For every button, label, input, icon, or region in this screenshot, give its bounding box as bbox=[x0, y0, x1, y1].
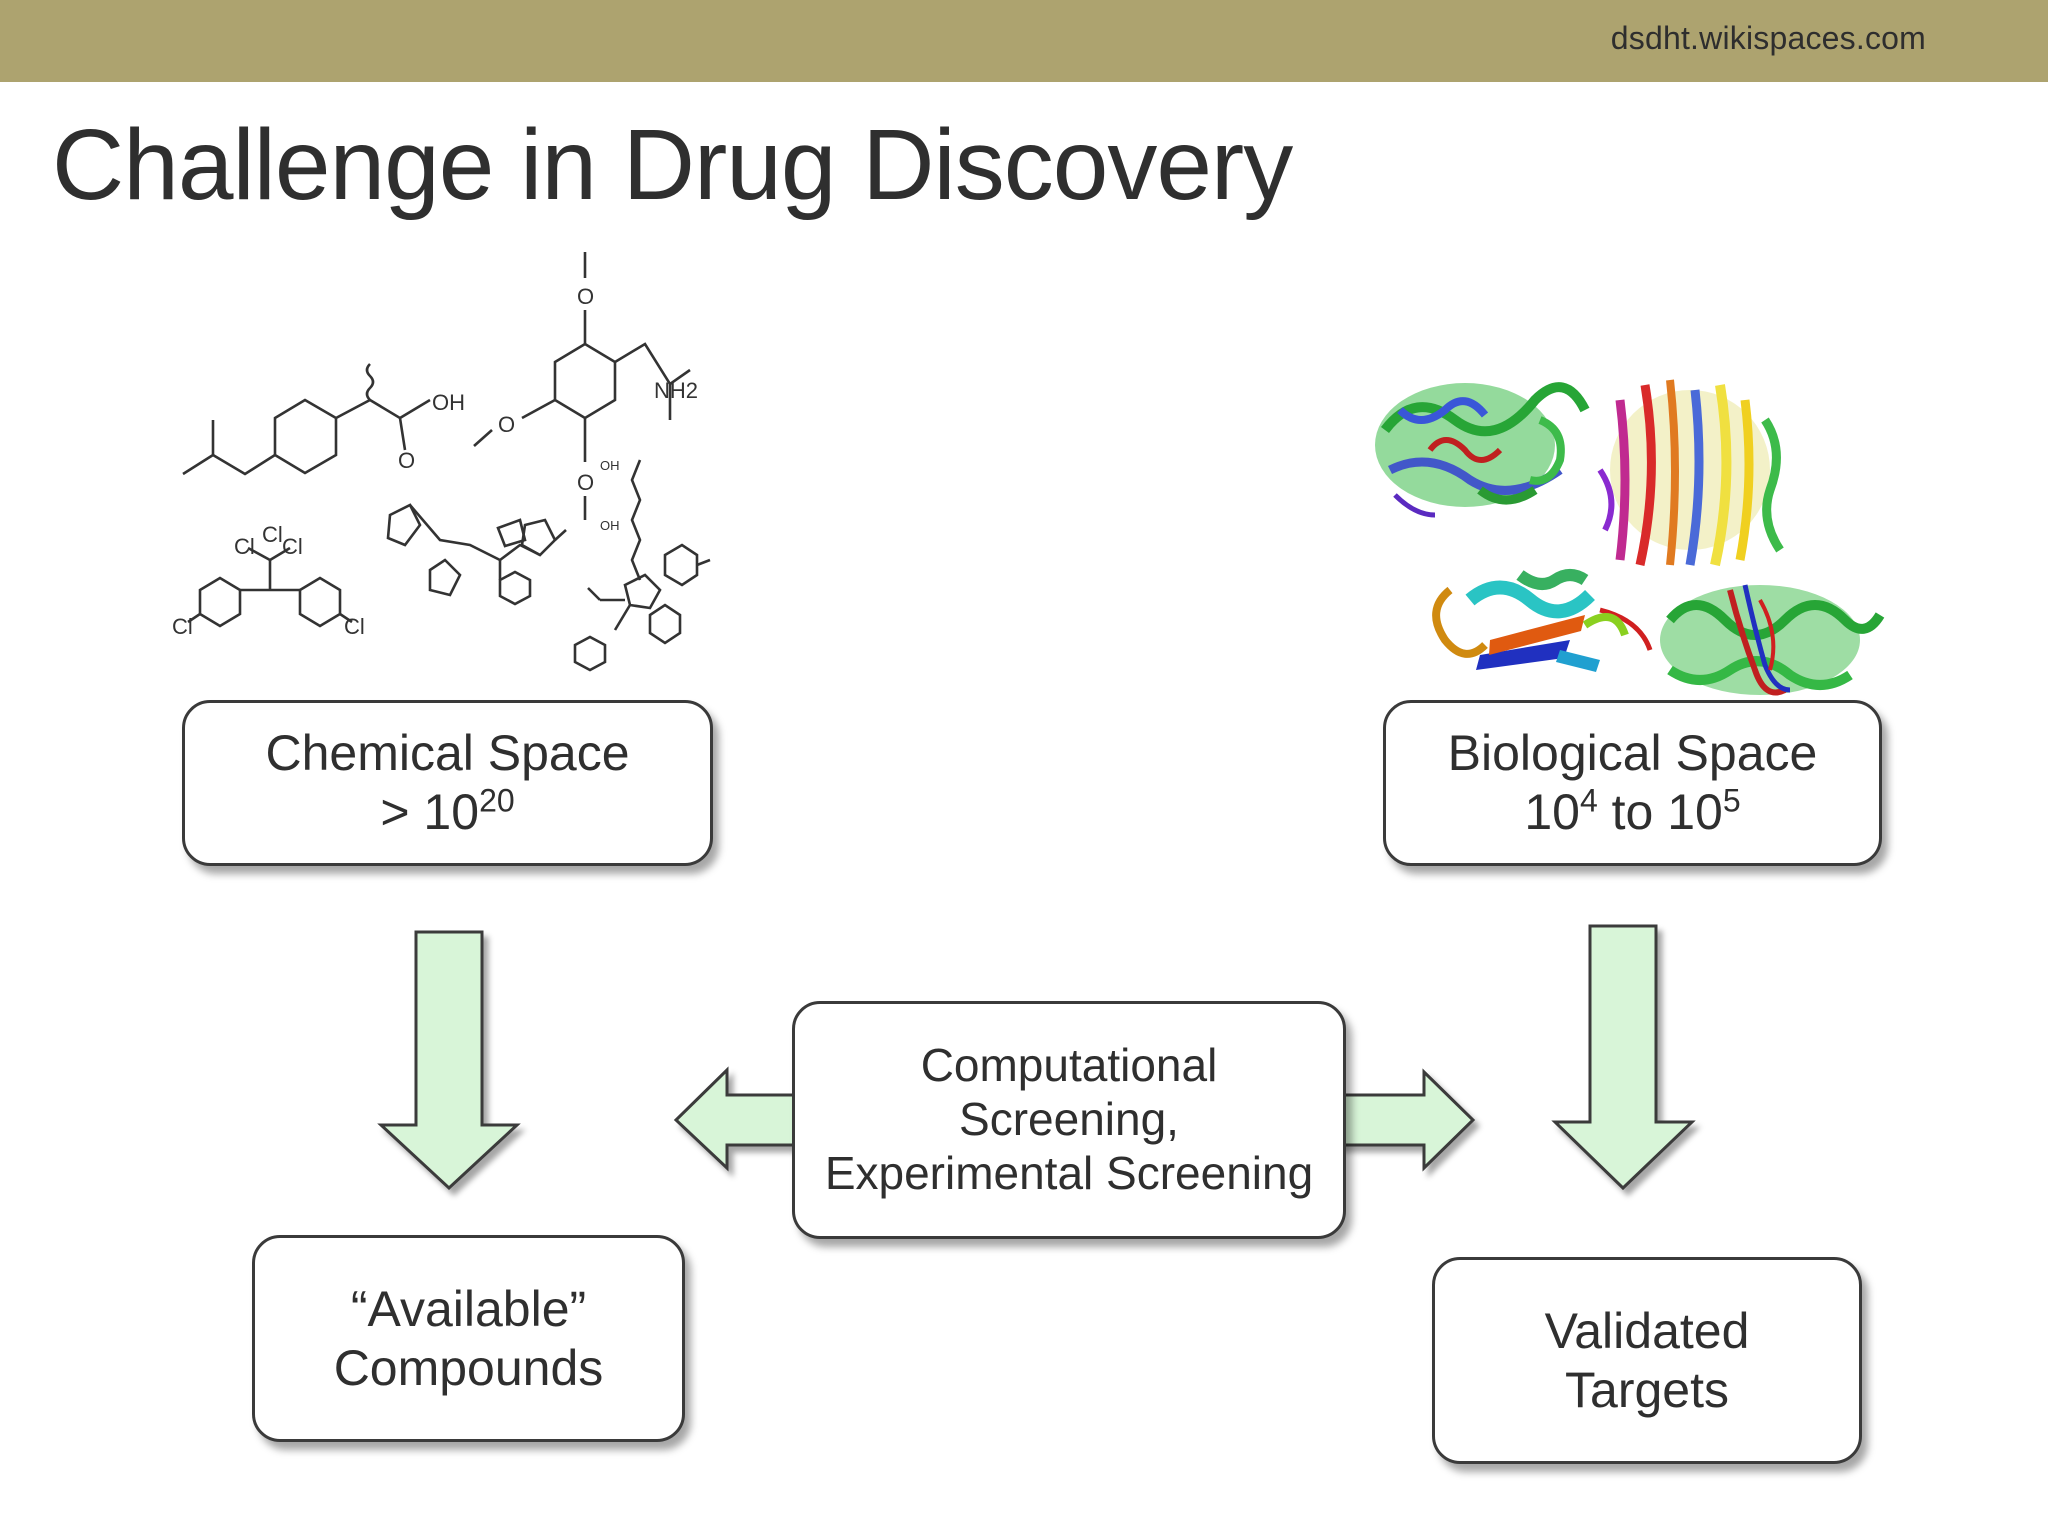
validated-targets-line-2: Targets bbox=[1565, 1361, 1729, 1418]
screening-line-3: Experimental Screening bbox=[824, 1146, 1314, 1199]
slide-title: Challenge in Drug Discovery bbox=[52, 109, 1293, 221]
o-label-4: O bbox=[577, 470, 594, 495]
validated-targets-line-1: Validated bbox=[1544, 1302, 1750, 1359]
validated-targets-box: Validated Targets bbox=[1432, 1257, 1862, 1464]
screening-line-2: Screening, bbox=[959, 1093, 1179, 1146]
available-compounds-box: “Available” Compounds bbox=[252, 1235, 685, 1442]
header-bar: dsdht.wikispaces.com bbox=[0, 0, 2048, 82]
oh-label-3: OH bbox=[600, 518, 620, 533]
cl-label-2: Cl bbox=[234, 534, 255, 559]
oh-label-1: OH bbox=[432, 390, 465, 415]
chemical-space-label: Chemical Space bbox=[265, 725, 630, 781]
nh2-label: NH2 bbox=[654, 378, 698, 403]
o-label-3: O bbox=[498, 412, 515, 437]
biological-space-label: Biological Space bbox=[1447, 725, 1818, 781]
available-compounds-line-2: Compounds bbox=[333, 1339, 604, 1396]
down-arrow-biological bbox=[1551, 924, 1696, 1191]
down-arrow-chemical bbox=[377, 930, 521, 1191]
chemical-space-size: > 1020 bbox=[380, 782, 515, 840]
oh-label-2: OH bbox=[600, 458, 620, 473]
o-label-1: O bbox=[398, 448, 415, 473]
cl-label-4: Cl bbox=[172, 614, 193, 639]
chemical-space-box: Chemical Space > 1020 bbox=[182, 700, 713, 866]
cl-label-5: Cl bbox=[344, 614, 365, 639]
chemical-structures-illustration: OH O O NH2 O O Cl Cl Cl Cl Cl bbox=[172, 252, 711, 672]
cl-label-1: Cl bbox=[262, 522, 283, 547]
source-url: dsdht.wikispaces.com bbox=[1610, 20, 1926, 56]
biological-space-size: 104 to 105 bbox=[1524, 782, 1741, 840]
cl-label-3: Cl bbox=[282, 534, 303, 559]
o-label-2: O bbox=[577, 284, 594, 309]
screening-box: Computational Screening, Experimental Sc… bbox=[792, 1001, 1346, 1239]
available-compounds-line-1: “Available” bbox=[350, 1280, 587, 1337]
biological-space-box: Biological Space 104 to 105 bbox=[1383, 700, 1882, 866]
screening-line-1: Computational bbox=[920, 1039, 1218, 1092]
protein-structures-illustration bbox=[1375, 379, 1885, 696]
